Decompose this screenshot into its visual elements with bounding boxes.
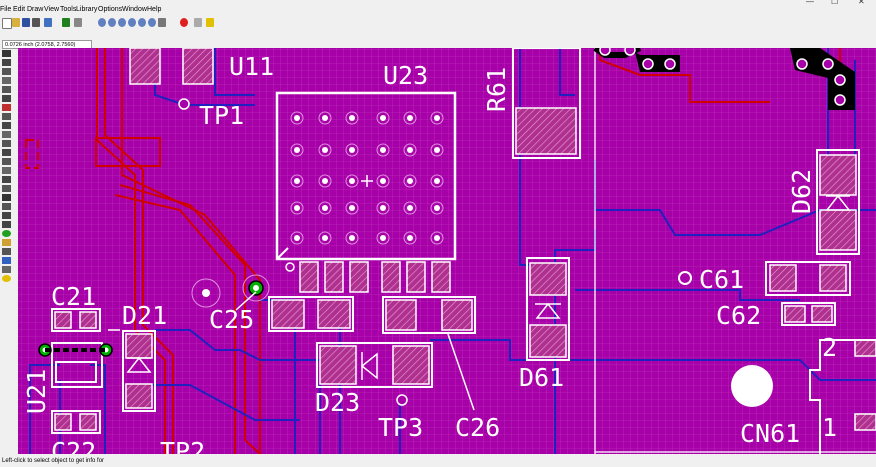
drill-tool-icon[interactable] [2,212,11,219]
pcb-canvas[interactable]: U11 U23 R61 TP1 D62 C61 C62 C21 D21 C25 … [18,48,876,454]
zoom-out-icon[interactable] [108,18,116,27]
zoom-previous-icon[interactable] [148,18,156,27]
info-tool-icon[interactable] [2,257,11,264]
circle-tool-icon[interactable] [2,221,11,228]
ratsnest-tool-icon[interactable] [2,248,11,255]
label-c62: C62 [716,301,761,330]
polygon-tool-icon[interactable] [2,194,11,201]
zoom-in-icon[interactable] [98,18,106,27]
drawing-tools-palette [0,42,16,452]
rect-tool-icon[interactable] [2,95,11,102]
flip-tool-icon[interactable] [2,158,11,165]
line-tool-icon[interactable] [2,68,11,75]
label-c21: C21 [51,282,96,311]
menu-help[interactable]: Help [147,6,162,13]
maximize-button[interactable]: ☐ [831,0,839,6]
library-icon[interactable] [62,18,70,27]
menu-tools[interactable]: Tools [60,6,77,13]
menu-options[interactable]: Options [98,6,123,13]
window-controls: — ☐ ✕ [786,0,876,6]
move-tool-icon[interactable] [2,140,11,147]
top-layer-outline [25,139,39,169]
stop-icon[interactable] [180,18,188,27]
menu-draw[interactable]: Draw [27,6,44,13]
highlight-tool-icon[interactable] [2,239,11,246]
smd-pads [54,48,876,431]
label-cn61: CN61 [740,419,800,448]
grid-tool-icon[interactable] [2,266,11,273]
menu-view[interactable]: View [44,6,60,13]
undo-icon[interactable] [194,18,202,27]
print-icon[interactable] [32,18,40,27]
label-r61: R61 [482,67,511,112]
menu-file[interactable]: File [0,6,12,13]
label-c26: C26 [455,413,500,442]
net-tool-icon[interactable] [2,230,11,237]
trace-tool-icon[interactable] [2,104,11,111]
label-c61: C61 [699,265,744,294]
label-u11: U11 [229,52,274,81]
zoom-area-icon[interactable] [128,18,136,27]
label-c25: C25 [209,305,254,334]
label-d62: D62 [787,169,816,214]
measure-tool-icon[interactable] [2,185,11,192]
label-u21: U21 [22,369,51,414]
help-tool-icon[interactable] [2,275,11,282]
label-tp3: TP3 [378,413,423,442]
leader-lines [108,291,475,411]
status-bar: Left-click to select object to get info … [0,456,876,467]
region-outline [594,48,876,454]
label-tp2: TP2 [160,437,205,454]
vias [38,98,773,407]
menu-window[interactable]: Window [122,6,147,13]
part-outlines [51,48,876,454]
save-icon[interactable] [22,18,30,27]
arc-tool-icon[interactable] [2,77,11,84]
connector-pins [593,48,855,110]
component-labels: U11 U23 R61 TP1 D62 C61 C62 C21 D21 C25 … [22,52,837,454]
help-icon[interactable] [206,18,214,27]
label-d61: D61 [519,363,564,392]
close-button[interactable]: ✕ [858,0,865,6]
label-u23: U23 [383,61,428,90]
delete-tool-icon[interactable] [2,176,11,183]
copy-tool-icon[interactable] [2,167,11,174]
label-d23: D23 [315,388,360,417]
redraw-icon[interactable] [158,18,166,27]
new-file-icon[interactable] [2,18,12,29]
rotate-tool-icon[interactable] [2,149,11,156]
cut-icon[interactable] [44,18,52,27]
label-pin-1: 1 [822,413,837,442]
pencil-tool-icon[interactable] [2,59,11,66]
board-icon[interactable] [74,18,82,27]
minimize-button[interactable]: — [806,0,814,6]
part-tool-icon[interactable] [2,131,11,138]
label-c22: C22 [51,437,96,454]
menu-bar: File Edit Draw View Tools Library Option… [0,6,876,17]
zoom-board-icon[interactable] [138,18,146,27]
menu-library[interactable]: Library [76,6,98,13]
diode-symbols [126,194,851,380]
select-tool-icon[interactable] [2,50,11,57]
pad-tool-icon[interactable] [2,122,11,129]
text-tool-icon[interactable] [2,86,11,93]
top-layer-pad-outline [95,137,161,167]
label-pin-2: 2 [822,333,837,362]
menu-edit[interactable]: Edit [13,6,26,13]
toolbar [0,17,876,29]
zoom-fit-icon[interactable] [118,18,126,27]
open-folder-icon[interactable] [12,18,20,27]
label-tp1: TP1 [199,101,244,130]
area-tool-icon[interactable] [2,203,11,210]
via-tool-icon[interactable] [2,113,11,120]
u23-bga-package[interactable] [275,91,457,261]
top-layer-traces [96,48,841,454]
label-d21: D21 [122,301,167,330]
